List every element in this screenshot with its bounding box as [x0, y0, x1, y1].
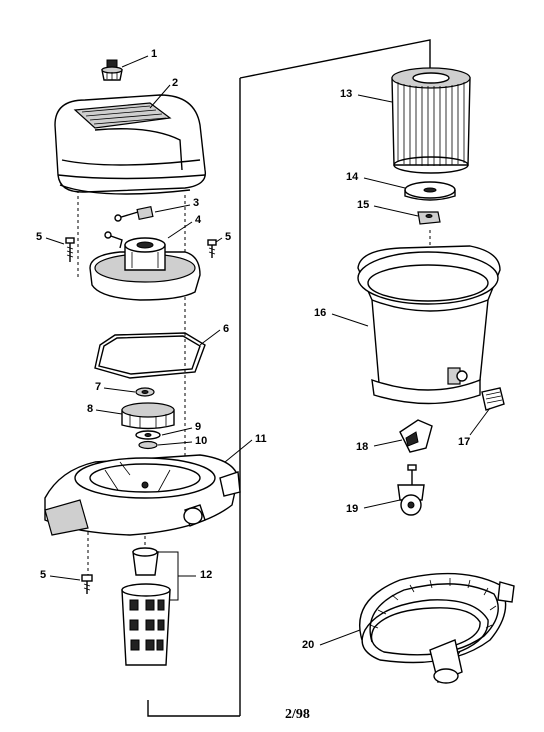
callout-18: 18 — [356, 441, 369, 453]
callout-5: 5 — [40, 569, 47, 581]
assembly-guide-line — [239, 39, 431, 79]
callout-5: 5 — [36, 231, 43, 243]
callout-17: 17 — [458, 436, 471, 448]
part-cartridge-filter — [391, 67, 471, 174]
part-impeller — [121, 402, 175, 430]
callout-leaders — [45, 55, 491, 646]
part-screw — [81, 574, 93, 594]
callout-7: 7 — [95, 381, 102, 393]
callout-2: 2 — [172, 77, 179, 89]
part-lid — [44, 454, 241, 536]
assembly-guide-line — [147, 700, 240, 717]
date-code: 2/98 — [285, 707, 310, 722]
callout-13: 13 — [340, 88, 353, 100]
part-gasket — [94, 332, 206, 379]
callout-19: 19 — [346, 503, 359, 515]
callout-8: 8 — [87, 403, 94, 415]
part-drain-cap — [481, 387, 505, 411]
part-motor-cover — [54, 94, 207, 195]
callout-5: 5 — [225, 231, 232, 243]
part-switch — [114, 205, 154, 222]
callout-4: 4 — [195, 214, 202, 226]
part-washer — [135, 430, 161, 440]
part-caster-foot — [399, 419, 433, 453]
callout-12: 12 — [200, 569, 213, 581]
callout-15: 15 — [357, 199, 370, 211]
callout-1: 1 — [151, 48, 158, 60]
callout-10: 10 — [195, 435, 208, 447]
part-screw — [65, 237, 75, 262]
part-filter-retainer — [404, 181, 456, 201]
callout-14: 14 — [346, 171, 359, 183]
callout-9: 9 — [195, 421, 202, 433]
part-nut — [135, 387, 155, 397]
part-hose — [358, 572, 515, 684]
part-spacer — [138, 440, 158, 450]
part-motor-assembly — [89, 231, 201, 301]
part-nut — [417, 211, 441, 225]
part-screw — [207, 239, 217, 258]
part-knob — [101, 59, 123, 81]
callout-11: 11 — [255, 433, 267, 445]
callout-6: 6 — [223, 323, 230, 335]
callout-3: 3 — [193, 197, 200, 209]
callout-20: 20 — [302, 639, 315, 651]
part-float-cage — [121, 547, 171, 666]
part-drum — [357, 245, 501, 405]
callout-16: 16 — [314, 307, 327, 319]
part-caster — [397, 464, 425, 516]
